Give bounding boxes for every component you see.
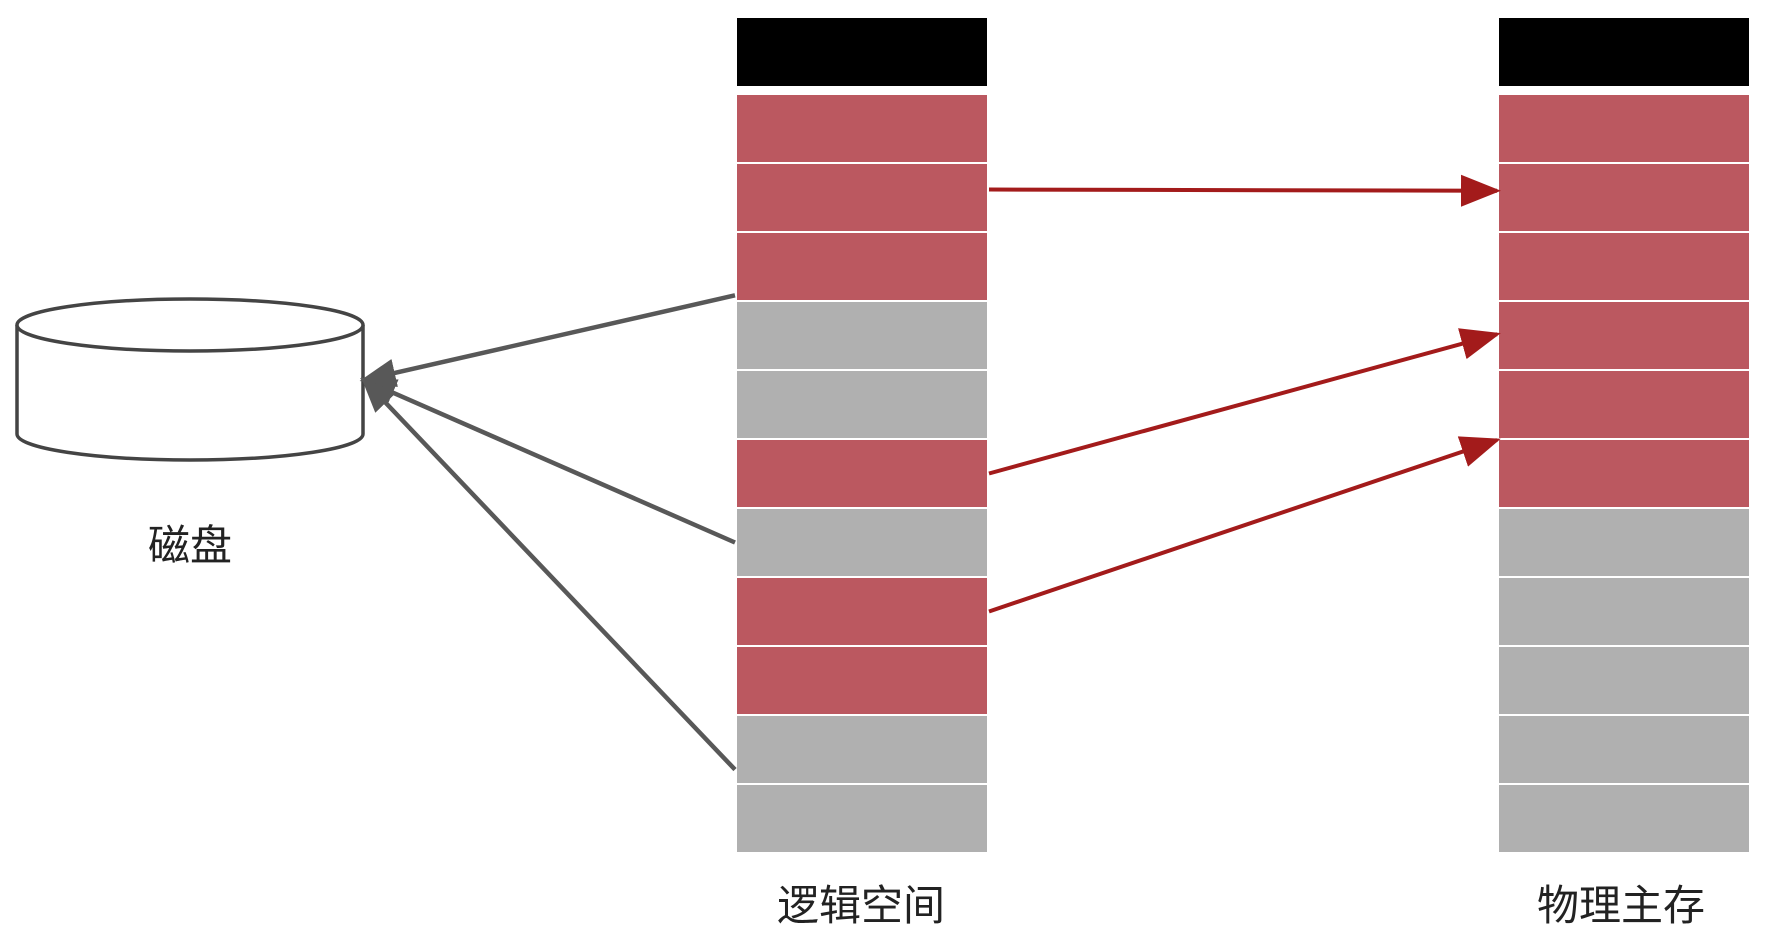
physical-frame-2 <box>1499 233 1749 300</box>
physical-frame-10 <box>1499 785 1749 852</box>
disk-arrow-2 <box>360 376 737 772</box>
disk-mapping-arrows <box>359 293 737 772</box>
disk-icon <box>15 297 365 462</box>
logical-page-0 <box>737 95 987 162</box>
logical-page-4 <box>737 371 987 438</box>
memory-arrow-0 <box>988 174 1501 207</box>
physical-frame-1 <box>1499 164 1749 231</box>
logical-page-6 <box>737 509 987 576</box>
physical-frame-8 <box>1499 647 1749 714</box>
logical-space-label: 逻辑空间 <box>776 881 946 930</box>
logical-page-10 <box>737 785 987 852</box>
disk-arrow-0 <box>359 293 736 388</box>
physical-frame-5 <box>1499 440 1749 507</box>
logical-header-block <box>737 18 987 86</box>
memory-mapping-arrows <box>988 174 1501 614</box>
logical-space-column <box>737 18 987 852</box>
logical-page-3 <box>737 302 987 369</box>
logical-page-5 <box>737 440 987 507</box>
physical-header-block <box>1499 18 1749 86</box>
disk-label: 磁盘 <box>147 521 233 570</box>
physical-frame-7 <box>1499 578 1749 645</box>
physical-frame-6 <box>1499 509 1749 576</box>
logical-page-1 <box>737 164 987 231</box>
physical-frame-9 <box>1499 716 1749 783</box>
physical-memory-column <box>1499 18 1749 852</box>
logical-page-2 <box>737 233 987 300</box>
disk-arrow-1 <box>359 377 736 545</box>
physical-frame-4 <box>1499 371 1749 438</box>
logical-page-8 <box>737 647 987 714</box>
physical-frame-0 <box>1499 95 1749 162</box>
memory-arrow-2 <box>988 436 1501 614</box>
physical-memory-label: 物理主存 <box>1536 881 1706 930</box>
physical-frame-3 <box>1499 302 1749 369</box>
logical-page-7 <box>737 578 987 645</box>
memory-arrow-1 <box>988 328 1501 476</box>
logical-page-9 <box>737 716 987 783</box>
